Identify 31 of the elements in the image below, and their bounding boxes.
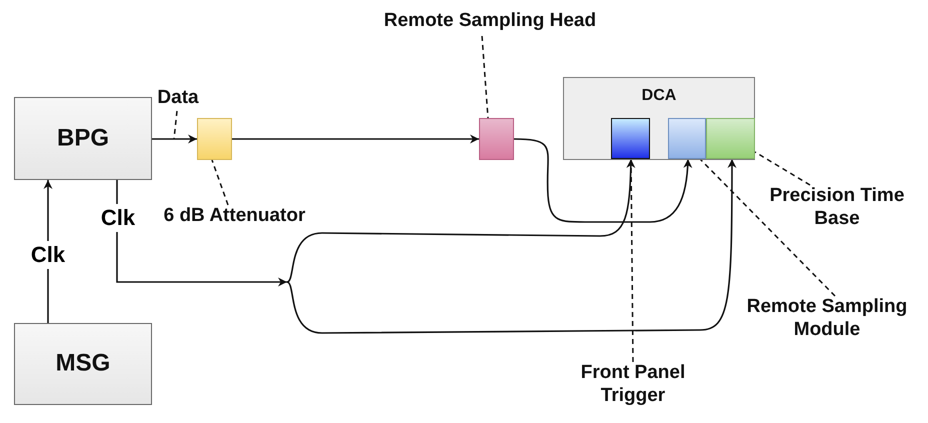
callout-label: 6 dB Attenuator [162,205,306,228]
leader-line [211,160,229,206]
leader-line [173,110,178,140]
callout-label: Remote Sampling Module [746,296,908,342]
arrow [514,138,692,223]
arrow [116,180,287,286]
leader-line [481,36,489,118]
leader-line [754,151,810,186]
callout-label: Front Panel Trigger [580,362,686,408]
pulse-generator-box [14,97,152,180]
leader-line [630,159,634,362]
attenuator-box [197,118,232,160]
callout-label: Data [156,87,200,110]
callout-label: Precision Time Base [768,185,906,231]
box-label: MSG [54,350,112,378]
arrow [152,134,197,144]
oscilloscope-box [563,77,755,160]
edge-label: Clk [28,241,68,269]
edge-label: Clk [98,204,138,232]
sampling-head-box [479,118,514,160]
signal-generator-box [14,323,152,405]
arrow [286,158,636,283]
leader-line [699,158,836,297]
trigger-port-box [610,118,650,158]
box-title: DCA [640,86,678,106]
callout-label: Remote Sampling Head [382,10,598,33]
time-base-module-box [706,118,754,158]
sampling-module-box [668,118,706,158]
box-label: BPG [56,124,110,153]
arrow [286,159,736,334]
arrow [232,134,479,144]
